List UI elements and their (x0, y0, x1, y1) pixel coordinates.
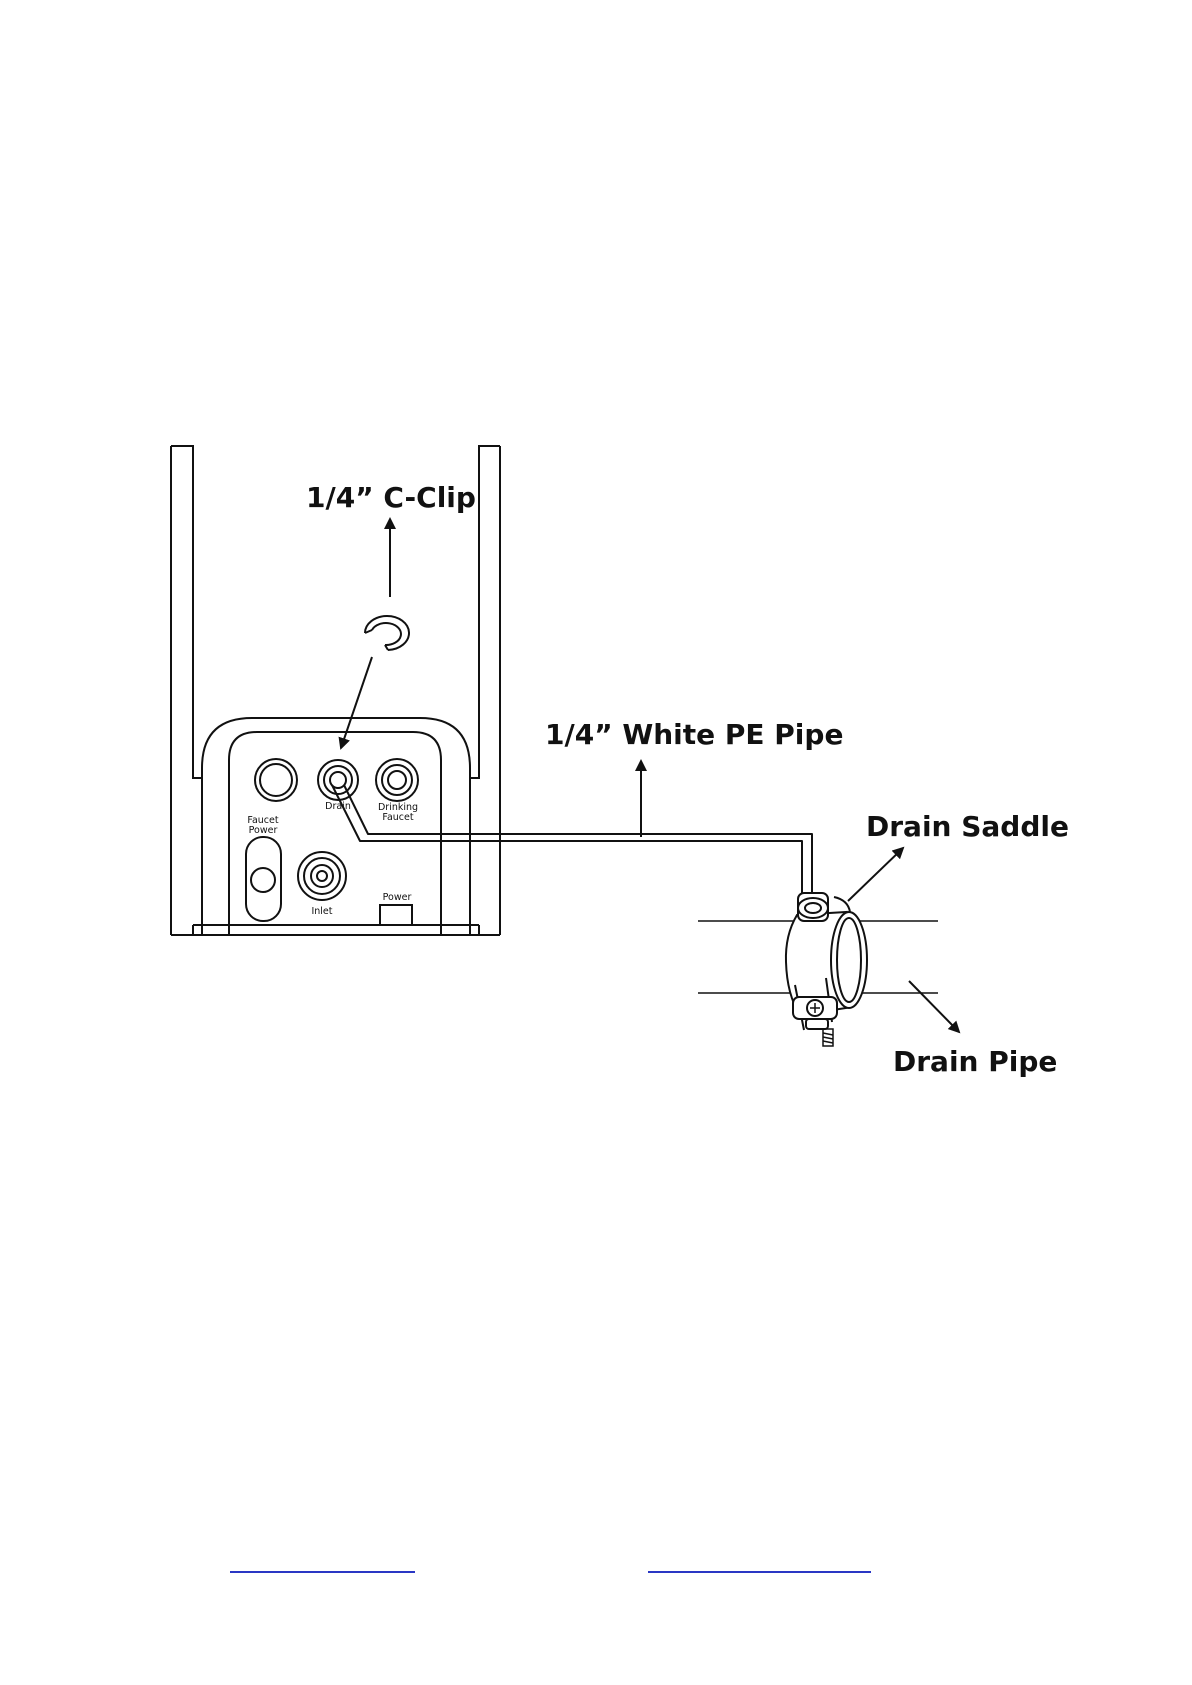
drain-saddle-callout-label: Drain Saddle (866, 810, 1069, 843)
filter-unit-housing (171, 446, 500, 935)
faucet-power-port (246, 837, 281, 921)
drain-saddle-bolt (823, 1029, 833, 1046)
drain-pipe-callout-label: Drain Pipe (893, 1045, 1057, 1078)
faucet-power-label-line2: Power (249, 825, 278, 836)
inlet-port-label: Inlet (311, 906, 332, 917)
drain-port (318, 760, 358, 800)
c-clip-icon (365, 616, 409, 650)
inlet-port (298, 852, 346, 900)
drain-saddle-icon (786, 893, 867, 1030)
drain-port-label: Drain (325, 801, 351, 812)
drinking-faucet-port (376, 759, 418, 801)
drinking-faucet-label-line2: Faucet (382, 812, 414, 823)
footer-link-right[interactable] (648, 1553, 871, 1573)
footer-link-left[interactable] (230, 1553, 415, 1573)
drain-pipe-callout-arrow (909, 981, 959, 1032)
power-port-label: Power (383, 892, 412, 903)
drain-saddle-callout-arrow (848, 848, 903, 901)
white-pe-pipe-callout-label: 1/4” White PE Pipe (545, 718, 843, 751)
blank-port (255, 759, 297, 801)
c-clip-to-drain-arrow (341, 657, 372, 748)
c-clip-callout-label: 1/4” C-Clip (306, 481, 476, 514)
